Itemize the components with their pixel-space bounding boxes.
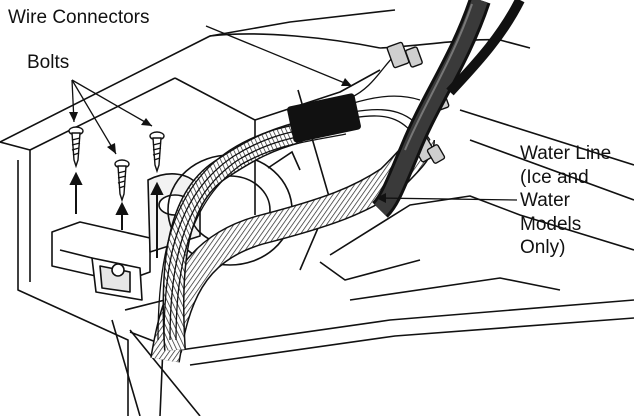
bolts-label: Bolts: [27, 52, 70, 73]
second-tube: [446, 0, 525, 96]
appliance-housing: [0, 9, 634, 416]
bolt-left: [68, 126, 84, 169]
leader-arrowheads: [69, 78, 386, 203]
water-line-label-line-1: Water Line: [520, 143, 612, 164]
water-line-label-line-5: Only): [520, 237, 566, 258]
bolt-right: [149, 131, 165, 174]
water-line-label-line-2: (Ice and: [520, 166, 589, 188]
installation-arrows: [69, 171, 164, 258]
water-line-label-line-4: Models: [520, 213, 582, 235]
wire-connectors-label: Wire Connectors: [8, 7, 150, 28]
water-line-label-line-3: Water: [520, 190, 570, 211]
water-line-label: Water Line (Ice and Water Models Only): [520, 142, 611, 260]
bolt-middle: [114, 159, 130, 203]
wire-tie: [287, 93, 361, 143]
